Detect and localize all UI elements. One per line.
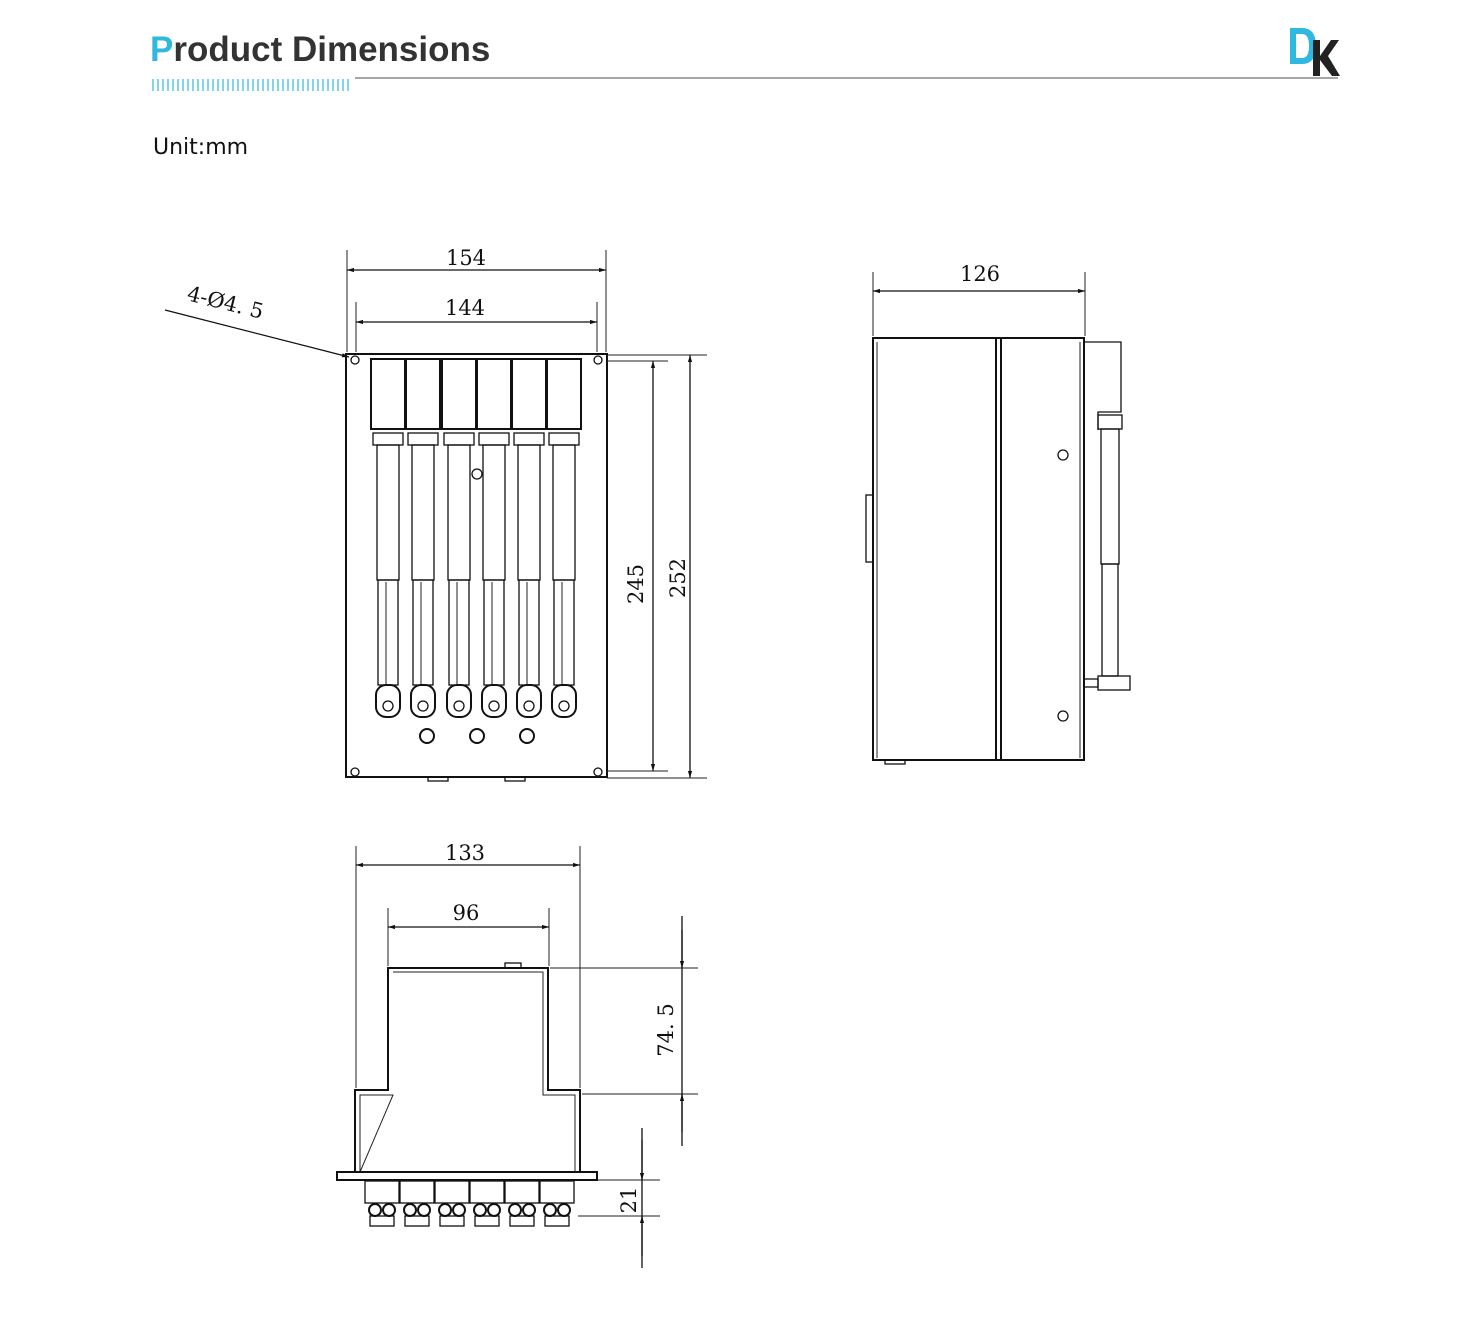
front-width-holes-label: 144 — [445, 296, 485, 320]
dk-logo-icon — [1290, 28, 1340, 76]
tube-assembly — [441, 358, 477, 718]
front-height-inner-label: 245 — [624, 564, 648, 604]
connector — [364, 1180, 400, 1227]
tube-assembly — [370, 358, 406, 718]
connector — [539, 1180, 575, 1227]
side-view: 126 — [865, 262, 1131, 765]
top-view: 133 96 74. 5 21 — [336, 841, 698, 1268]
front-height-outer-label: 252 — [666, 558, 690, 598]
unit-label: Unit:mm — [153, 135, 249, 160]
top-height-upper-label: 74. 5 — [654, 1003, 678, 1056]
tube-assembly — [546, 358, 582, 718]
connector — [399, 1180, 435, 1227]
header-decoration — [152, 77, 1338, 91]
side-depth-label: 126 — [960, 262, 1000, 286]
hole-callout-label: 4-Ø4. 5 — [185, 282, 266, 324]
top-width-outer-label: 133 — [445, 841, 485, 865]
tube-assembly — [405, 358, 441, 718]
page-title-rest: roduct Dimensions — [173, 30, 491, 69]
tube-assembly — [476, 358, 512, 718]
connector — [469, 1180, 505, 1227]
tube-assembly — [511, 358, 547, 718]
page-title-first-letter: P — [150, 30, 174, 69]
front-view: 154 144 4-Ø4. 5 245 252 — [164, 246, 707, 782]
top-width-inner-label: 96 — [453, 901, 480, 925]
front-width-outer-label: 154 — [446, 246, 486, 270]
connector — [434, 1180, 470, 1227]
connector — [504, 1180, 540, 1227]
page-title: Product Dimensions — [150, 30, 490, 70]
top-height-connector-label: 21 — [617, 1187, 641, 1214]
